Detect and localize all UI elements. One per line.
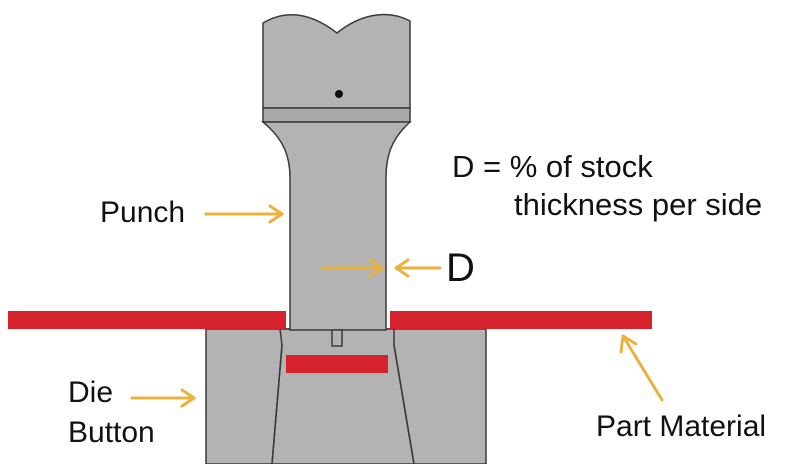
formula-line-2: thickness per side [514,187,763,222]
d-outer-arrow [394,258,442,278]
part-material-arrow [619,334,664,402]
die-button [205,328,487,464]
die-label-line-2: Button [68,416,155,449]
punch-shank [260,121,412,331]
punch-collar [262,107,411,123]
slug [286,355,388,373]
part-material-label: Part Material [596,410,767,443]
punch-head [262,13,411,109]
d-marker-label: D [446,246,475,290]
punch-label: Punch [100,196,186,229]
d-inner-arrow [320,258,384,278]
part-material-right [390,311,652,329]
die-opening-right-wall [393,344,415,464]
clearance-formula-label: D = % of stock thickness per side [452,148,762,224]
punch-hole-dot [335,90,343,98]
callout-arrows [130,204,664,408]
formula-line-1: D = % of stock [452,149,653,184]
die-button-label: Die Button [68,373,155,453]
die-label-line-1: Die [68,376,114,409]
die-button-arrow [130,388,196,408]
punch-pilot-tip [331,329,343,347]
punch-arrow [204,204,284,224]
die-opening [271,328,415,464]
punch [260,13,412,347]
die-opening-left-wall [271,344,283,464]
part-material-left [8,311,286,329]
